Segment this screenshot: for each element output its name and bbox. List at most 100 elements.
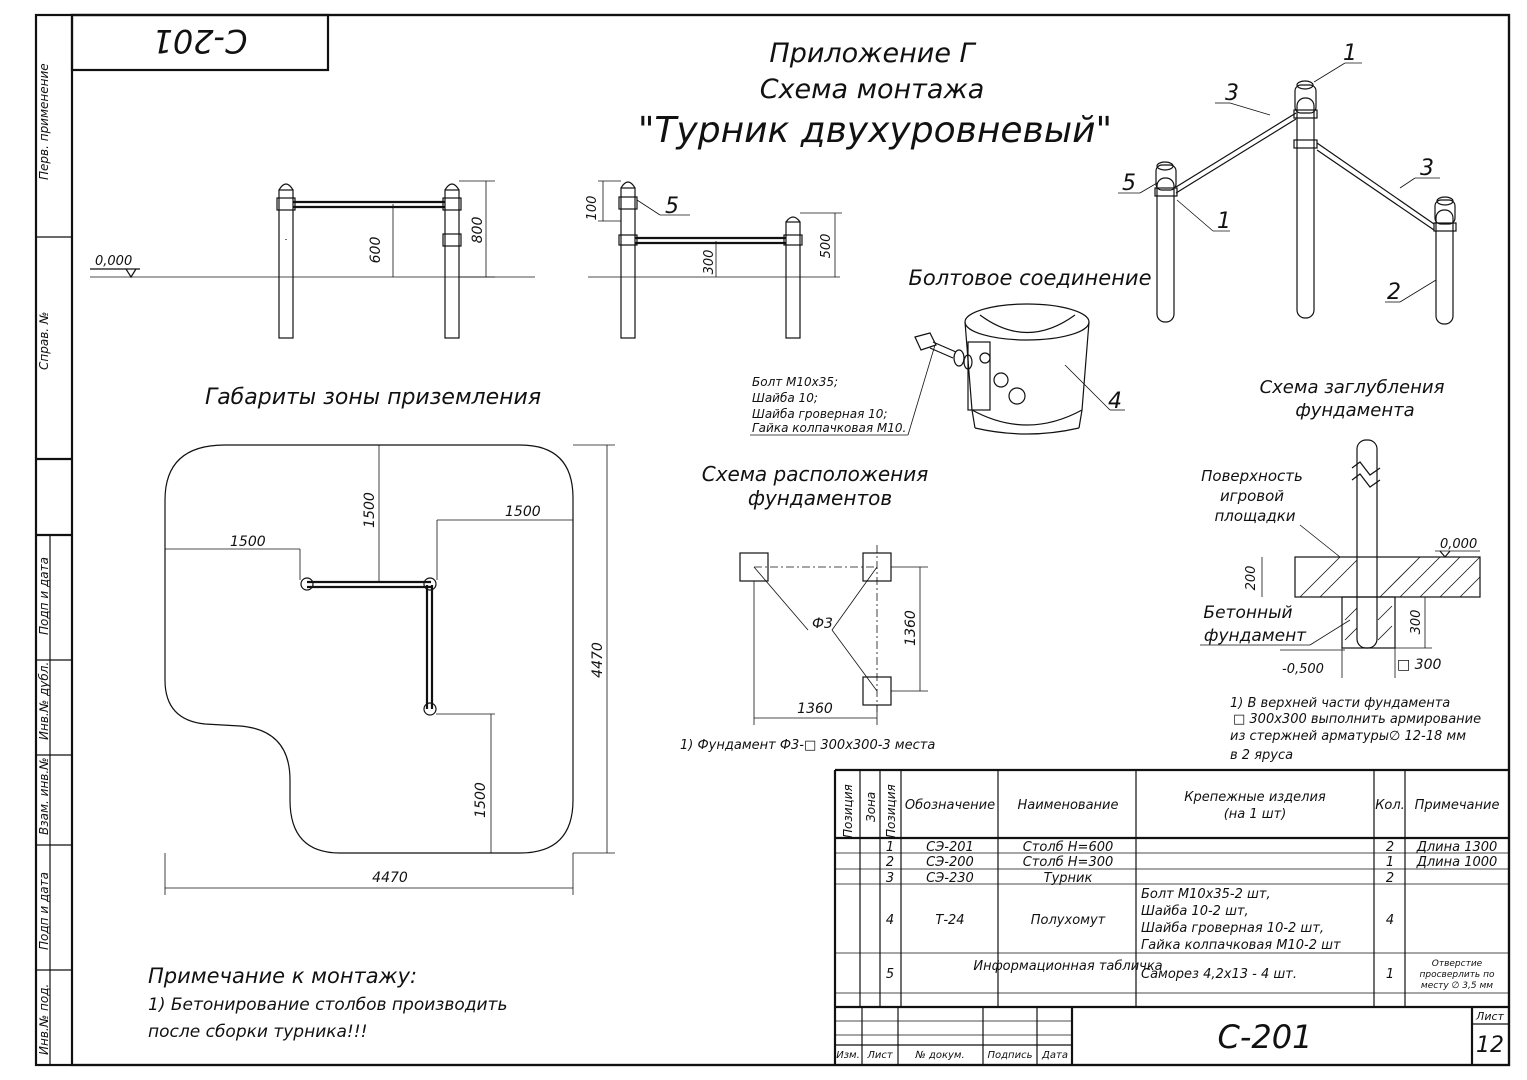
row5-pos: 5 xyxy=(886,967,894,982)
spec-table: Позиция Зона Позиция Обозначение Наимено… xyxy=(833,768,1509,1065)
bolt-joint-title: Болтовое соединение xyxy=(908,266,1151,290)
bolt-item-2: Шайба 10; xyxy=(752,391,818,405)
row4-fast-3: Шайба гроверная 10-2 шт, xyxy=(1141,921,1324,936)
row4-qty: 4 xyxy=(1386,913,1394,928)
bolt-joint: Болтовое соединение 4 Болт М10х35; Шайба… xyxy=(750,266,1152,436)
th-name: Наименование xyxy=(1017,798,1118,813)
table-row: 4 Т-24 Полухомут Болт М10х35-2 шт, Шайба… xyxy=(886,887,1394,953)
title-line2: Схема монтажа xyxy=(760,74,985,105)
level-top: 0,000 xyxy=(1440,537,1477,552)
tb-col-list: Лист xyxy=(866,1050,894,1061)
landing-zone: Габариты зоны приземления 1500 1500 1500… xyxy=(164,385,615,895)
row4-pos: 4 xyxy=(886,913,894,928)
tb-col-sign: Подпись xyxy=(988,1050,1033,1061)
stamp-top: C-201 xyxy=(153,22,248,60)
dim-4470-v: 4470 xyxy=(590,642,606,678)
row5-note-2: просверлить по xyxy=(1419,970,1494,980)
foundation-title-2: фундаментов xyxy=(748,486,892,510)
iso-callout-3a: 3 xyxy=(1225,81,1239,106)
dim-4470-h: 4470 xyxy=(372,870,408,886)
depth-note-2: □ 300х300 выполнить армирование xyxy=(1233,712,1481,727)
front-elevation: 0,000 600 800 xyxy=(90,180,535,339)
depth-scheme: Схема заглубления фундамента Поверхность… xyxy=(1200,377,1481,763)
row4-des: Т-24 xyxy=(935,913,964,928)
title-line3: "Турник двухуровневый" xyxy=(638,110,1112,151)
side-label-podp2: Подп и дата xyxy=(37,872,51,950)
row4-fast-1: Болт М10х35-2 шт, xyxy=(1141,887,1271,902)
montage-note-line2: после сборки турника!!! xyxy=(148,1022,367,1042)
iso-callout-2: 2 xyxy=(1387,280,1401,305)
isometric-view: 1 3 3 5 1 2 xyxy=(1118,41,1457,325)
row3-pos: 3 xyxy=(886,871,894,886)
th-note: Примечание xyxy=(1415,798,1500,813)
side-label-podp1: Подп и дата xyxy=(37,557,51,635)
title-block: Изм. Лист № докум. Подпись Дата С-201 Ли… xyxy=(835,1005,1509,1065)
iso-callout-3b: 3 xyxy=(1420,156,1434,181)
tb-sheet-no: 12 xyxy=(1476,1033,1504,1058)
tb-col-date: Дата xyxy=(1041,1050,1068,1061)
row1-pos: 1 xyxy=(886,840,894,855)
side-label-perv: Перв. применение xyxy=(37,63,51,180)
th-designation: Обозначение xyxy=(905,798,995,813)
row3-qty: 2 xyxy=(1386,871,1394,886)
depth-note-1: 1) В верхней части фундамента xyxy=(1230,696,1450,711)
row1-note: Длина 1300 xyxy=(1416,840,1498,855)
th-pos2: Позиция xyxy=(884,784,898,838)
row3-des: СЭ-230 xyxy=(926,871,974,886)
bolt-item-1: Болт М10х35; xyxy=(752,375,838,389)
level-bottom: -0,500 xyxy=(1282,662,1324,677)
table-row: 2 СЭ-200 Столб Н=300 1 Длина 1000 xyxy=(886,855,1497,870)
row5-note-1: Отверстие xyxy=(1432,959,1483,969)
label-f3: Ф3 xyxy=(812,616,833,632)
depth-title-2: фундамента xyxy=(1295,400,1414,421)
bolt-item-4: Гайка колпачковая М10. xyxy=(752,421,906,435)
table-row: 1 СЭ-201 Столб Н=600 2 Длина 1300 xyxy=(886,840,1497,855)
row5-qty: 1 xyxy=(1386,967,1394,982)
tb-code: С-201 xyxy=(1218,1018,1313,1056)
table-row: 3 СЭ-230 Турник 2 xyxy=(886,871,1394,886)
iso-callout-1b: 1 xyxy=(1217,209,1231,234)
callout-4: 4 xyxy=(1108,389,1122,414)
depth-title-1: Схема заглубления xyxy=(1260,377,1445,398)
row2-qty: 1 xyxy=(1386,855,1394,870)
surface-1: Поверхность xyxy=(1201,467,1303,485)
montage-note: Примечание к монтажу: 1) Бетонирование с… xyxy=(148,964,507,1042)
surface-3: площадки xyxy=(1214,507,1295,525)
foundation-layout: Схема расположения фундаментов Ф3 1360 1… xyxy=(680,462,935,753)
row2-name: Столб Н=300 xyxy=(1023,855,1114,870)
th-zone: Зона xyxy=(864,792,878,822)
dim-300-depth: 300 xyxy=(1409,610,1424,635)
side-labels: Перв. применение Справ. № Подп и дата Ин… xyxy=(37,63,51,1055)
row1-name: Столб Н=600 xyxy=(1023,840,1114,855)
foundation-note: 1) Фундамент Ф3-□ 300х300-3 места xyxy=(680,738,935,753)
row4-fast-4: Гайка колпачковая М10-2 шт xyxy=(1141,938,1341,953)
row1-qty: 2 xyxy=(1386,840,1394,855)
side-label-inv-dubl: Инв.№ дубл. xyxy=(37,662,51,740)
dim-1360-h: 1360 xyxy=(797,701,833,717)
dim-100: 100 xyxy=(585,196,600,221)
dim-600: 600 xyxy=(368,237,384,264)
bolt-item-3: Шайба гроверная 10; xyxy=(752,407,887,421)
surface-2: игровой xyxy=(1220,487,1284,505)
dim-1500-right: 1500 xyxy=(505,504,541,520)
tb-sheet-label: Лист xyxy=(1475,1010,1504,1023)
dim-300: 300 xyxy=(702,250,717,275)
dim-1500-left: 1500 xyxy=(230,534,266,550)
sq-300: □ 300 xyxy=(1397,657,1441,673)
row5-fast-1: Саморез 4,2х13 - 4 шт. xyxy=(1141,967,1297,982)
side-label-sprav: Справ. № xyxy=(37,312,51,370)
dim-1500-bottom: 1500 xyxy=(473,782,489,818)
iso-callout-5: 5 xyxy=(1122,171,1136,196)
row4-fast-2: Шайба 10-2 шт, xyxy=(1141,904,1249,919)
dim-500: 500 xyxy=(819,234,834,259)
side-label-inv-pod: Инв.№ под. xyxy=(37,984,51,1055)
montage-note-title: Примечание к монтажу: xyxy=(148,964,417,988)
tb-col-izm: Изм. xyxy=(836,1050,860,1061)
th-fasteners-1: Крепежные изделия xyxy=(1184,790,1326,805)
row2-pos: 2 xyxy=(886,855,894,870)
row2-des: СЭ-200 xyxy=(926,855,974,870)
tb-col-doc: № докум. xyxy=(914,1050,964,1061)
iso-callout-1a: 1 xyxy=(1343,41,1357,66)
row4-name: Полухомут xyxy=(1031,913,1106,928)
